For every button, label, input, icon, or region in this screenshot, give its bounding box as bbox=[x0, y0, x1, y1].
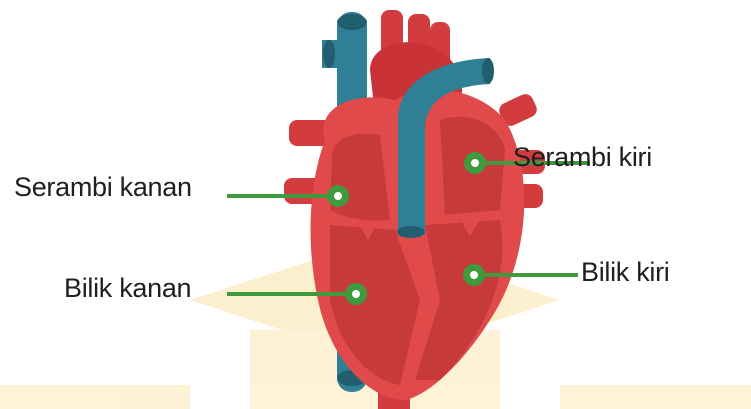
pointer-left-ventricle bbox=[463, 264, 578, 286]
label-right-ventricle: Bilik kanan bbox=[64, 275, 191, 302]
label-right-atrium: Serambi kanan bbox=[14, 174, 192, 201]
label-left-ventricle: Bilik kiri bbox=[581, 259, 670, 286]
label-left-atrium: Serambi kiri bbox=[513, 144, 652, 171]
right-atrium-chamber bbox=[330, 134, 390, 221]
